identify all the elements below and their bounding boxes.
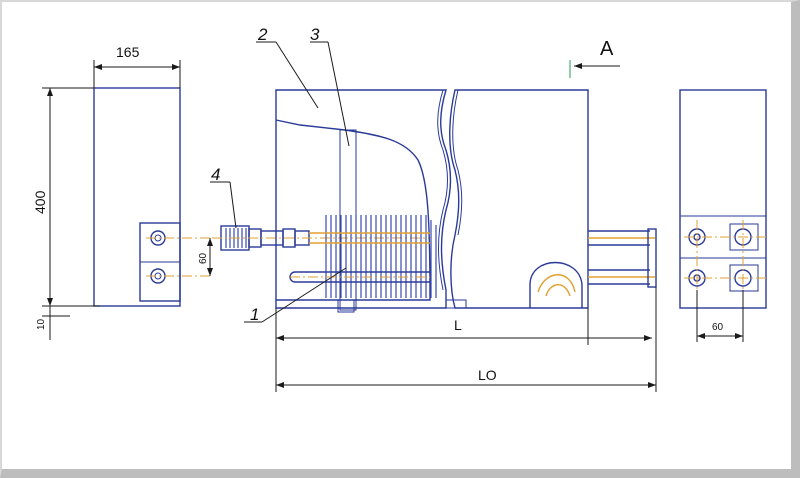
- callout-3: 3: [310, 25, 320, 44]
- dim-gap-label: 10: [36, 318, 47, 330]
- dim-overall-label: LO: [478, 367, 497, 383]
- dim-connector-spacing-label: 60: [712, 322, 724, 333]
- callout-2: 2: [257, 25, 268, 44]
- section-a-label: A: [600, 38, 614, 60]
- section-a-marker: A: [569, 38, 620, 78]
- dim-pipe-spacing: 60: [198, 238, 213, 276]
- right-end-view: [679, 89, 767, 309]
- heat-exchanger-fins: [325, 215, 437, 298]
- dim-width: 165: [93, 44, 181, 88]
- dim-connector-spacing: 60: [696, 290, 744, 342]
- inner-panel: [275, 119, 431, 301]
- left-side-view: [93, 87, 212, 307]
- dim-length-label: L: [454, 317, 462, 333]
- callout-4: 4: [211, 165, 220, 184]
- casing-right: [449, 89, 589, 309]
- callout-1: 1: [250, 305, 259, 324]
- dim-height: 400: [32, 87, 94, 307]
- front-view: [275, 89, 657, 313]
- dim-height-label: 400: [32, 190, 48, 214]
- dim-length: L LO: [275, 287, 657, 392]
- dim-gap: 10: [36, 305, 100, 340]
- end-view-body: [679, 89, 767, 309]
- side-view-body: [93, 87, 181, 307]
- pipes: [289, 228, 657, 288]
- dim-pipe-spacing-label: 60: [198, 252, 209, 264]
- callouts: 2 3 4 1: [210, 25, 350, 324]
- arch-cutout: [529, 261, 583, 308]
- casing-left: [275, 89, 452, 309]
- dim-width-label: 165: [116, 44, 140, 60]
- divider-3: [339, 129, 357, 311]
- connector-4: [212, 225, 430, 251]
